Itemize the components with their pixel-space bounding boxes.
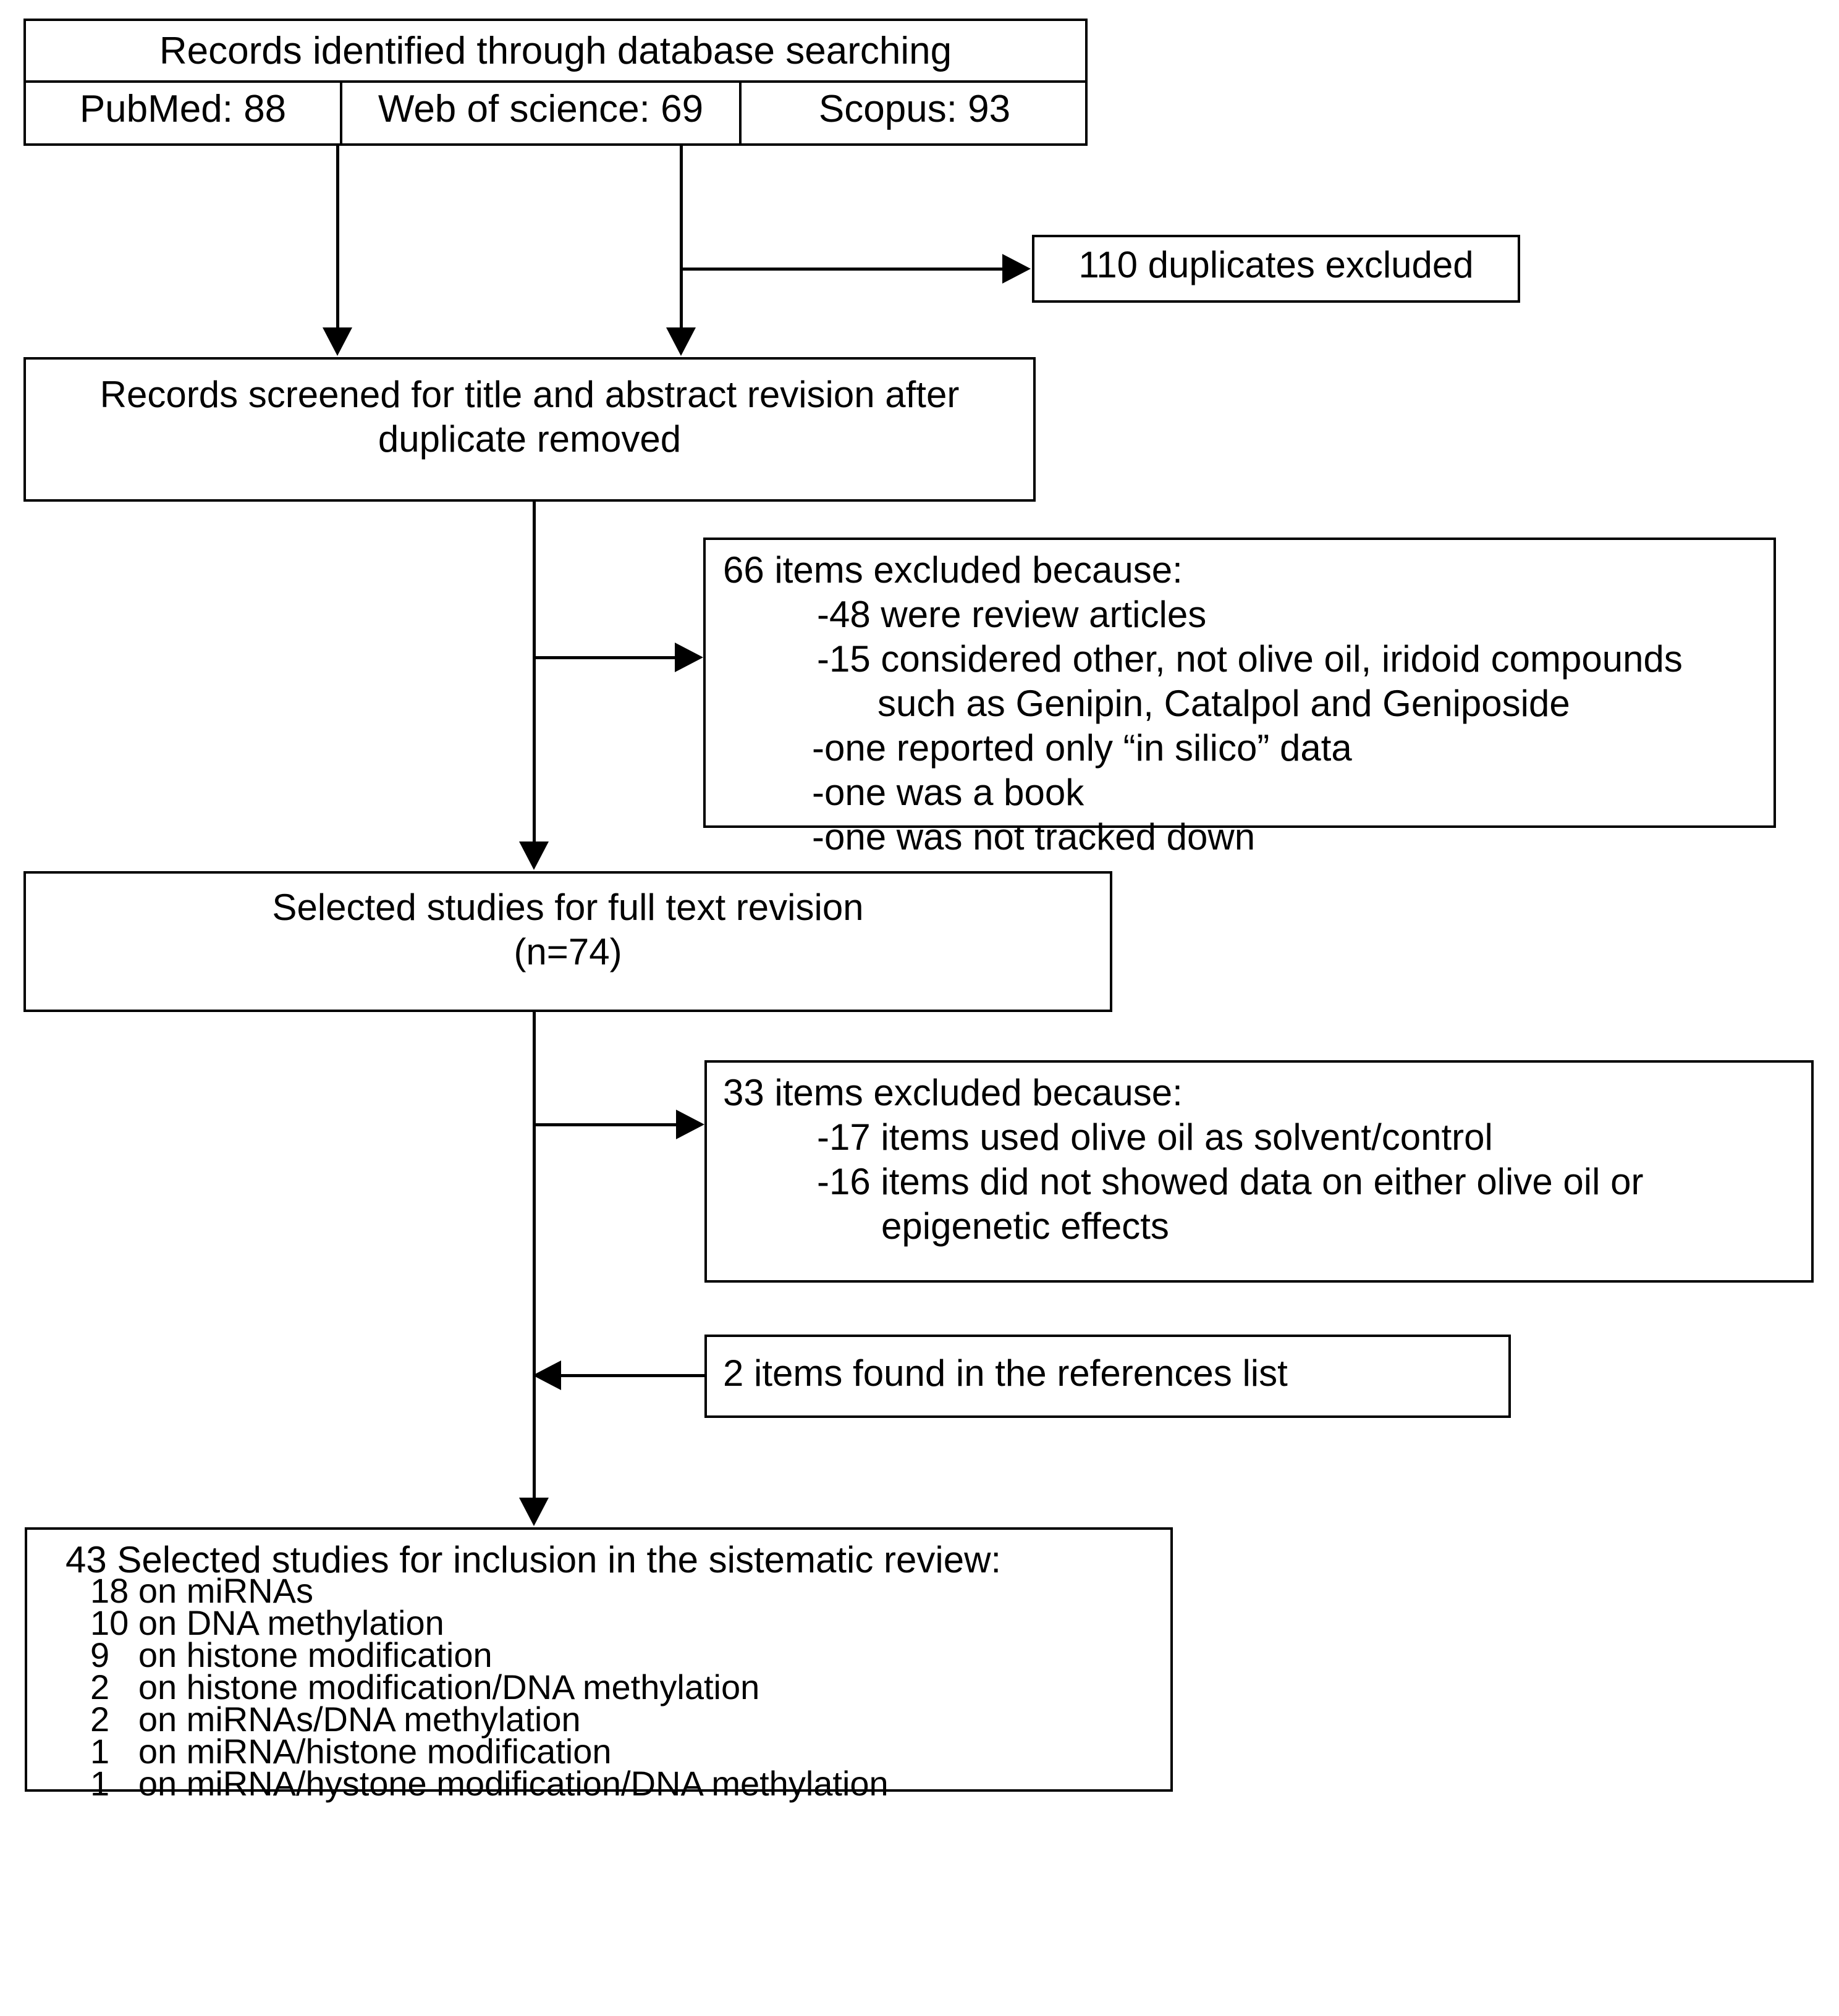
included-breakdown-1: 18 on miRNAs	[90, 1571, 314, 1610]
included-breakdown-3: 9 on histone modification	[90, 1635, 493, 1674]
records-screened-line1: Records screened for title and abstract …	[99, 374, 960, 415]
excluded-66-items-box: 66 items excluded because: -48 were revi…	[703, 538, 1776, 858]
fulltext-line1: Selected studies for full text revision	[272, 887, 864, 928]
arrowhead-screened-to-fulltext	[519, 841, 549, 870]
connector-refs-to-flow	[561, 1374, 707, 1377]
excluded-66-reason-2-cont: such as Genipin, Catalpol and Geniposide	[877, 683, 1570, 724]
source-cell-scopus: Scopus: 93	[739, 83, 1088, 143]
fulltext-selected-box: Selected studies for full text revision …	[23, 871, 1112, 1012]
records-identified-header: Records identified through database sear…	[159, 30, 952, 72]
included-breakdown-4: 2 on histone modification/DNA methylatio…	[90, 1668, 760, 1706]
excluded-66-reason-5: -one was not tracked down	[812, 816, 1256, 858]
excluded-66-reason-4: -one was a book	[812, 772, 1084, 813]
excluded-66-reason-1: -48 were review articles	[817, 594, 1207, 635]
excluded-66-heading: 66 items excluded because:	[723, 549, 1183, 591]
source-cell-web-of-science: Web of science: 69	[340, 83, 739, 143]
arrowhead-sources-to-screened-right	[666, 327, 696, 356]
records-screened-line2: duplicate removed	[378, 418, 682, 460]
connector-sources-to-screened-right	[680, 146, 683, 331]
source-label-pubmed: PubMed: 88	[79, 88, 287, 130]
excluded-33-reason-2: -16 items did not showed data on either …	[817, 1161, 1644, 1202]
included-breakdown-7: 1 on miRNA/hystone modification/DNA meth…	[90, 1764, 889, 1803]
arrowhead-to-excluded66	[675, 643, 703, 672]
records-screened-box: Records screened for title and abstract …	[23, 357, 1036, 502]
included-breakdown-2: 10 on DNA methylation	[90, 1603, 444, 1642]
excluded-33-heading: 33 items excluded because:	[723, 1072, 1183, 1113]
included-studies-box: 43 Selected studies for inclusion in the…	[25, 1527, 1173, 1803]
connector-to-excluded66	[533, 656, 676, 659]
source-cell-pubmed: PubMed: 88	[26, 83, 340, 143]
duplicates-excluded-box: 110 duplicates excluded	[1032, 235, 1520, 303]
included-breakdown-6: 1 on miRNA/histone modification	[90, 1732, 612, 1771]
connector-to-excluded33	[533, 1123, 677, 1126]
source-label-scopus: Scopus: 93	[818, 88, 1011, 130]
references-found-box: 2 items found in the references list	[704, 1335, 1511, 1418]
included-breakdown-5: 2 on miRNAs/DNA methylation	[90, 1700, 581, 1739]
connector-to-duplicates	[680, 268, 1004, 271]
connector-screened-to-fulltext	[533, 502, 536, 845]
included-heading: 43 Selected studies for inclusion in the…	[66, 1539, 1002, 1580]
arrowhead-fulltext-to-included	[519, 1498, 549, 1526]
excluded-33-items-box: 33 items excluded because: -17 items use…	[704, 1060, 1814, 1283]
excluded-66-reason-3: -one reported only “in silico” data	[812, 727, 1352, 769]
connector-sources-to-screened-left	[336, 146, 339, 331]
excluded-33-reason-2-cont: epigenetic effects	[881, 1205, 1169, 1247]
database-sources-row: PubMed: 88 Web of science: 69 Scopus: 93	[23, 80, 1088, 146]
connector-fulltext-to-included	[533, 1012, 536, 1500]
excluded-66-reason-2: -15 considered other, not olive oil, iri…	[817, 638, 1683, 680]
fulltext-line2: (n=74)	[514, 931, 622, 972]
references-found-label: 2 items found in the references list	[723, 1352, 1288, 1394]
duplicates-excluded-label: 110 duplicates excluded	[1078, 244, 1474, 285]
arrowhead-to-excluded33	[676, 1110, 704, 1139]
records-identified-box: Records identified through database sear…	[23, 19, 1088, 80]
arrowhead-to-duplicates	[1002, 254, 1031, 284]
arrowhead-refs-to-flow	[533, 1360, 561, 1390]
source-label-web-of-science: Web of science: 69	[378, 88, 704, 130]
arrowhead-sources-to-screened-left	[323, 327, 352, 356]
excluded-33-reason-1: -17 items used olive oil as solvent/cont…	[817, 1116, 1493, 1158]
